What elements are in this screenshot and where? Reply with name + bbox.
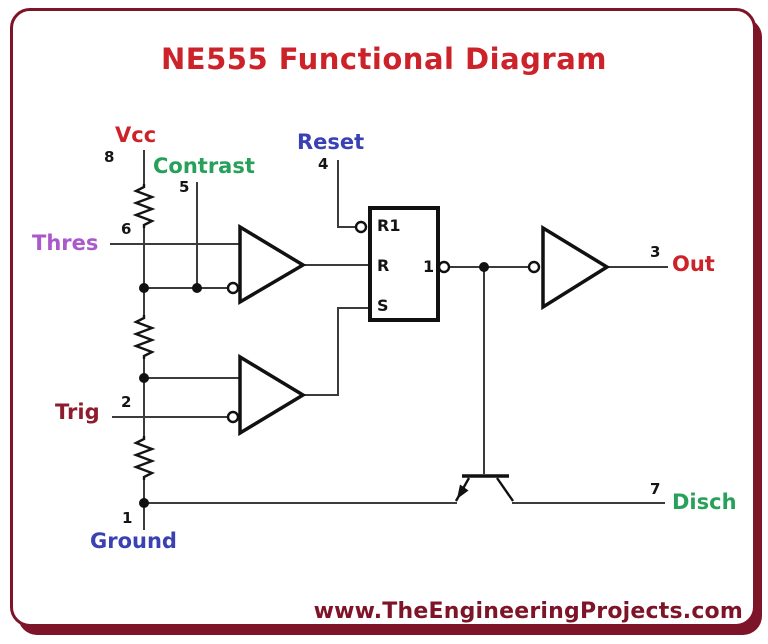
pin-label-ground: Ground: [90, 529, 177, 553]
pin-number-6: 6: [121, 220, 132, 238]
latch-output-bubble: [437, 260, 451, 274]
inversion-bubbles: [226, 220, 541, 424]
amplifier-symbols: [238, 223, 611, 437]
wires: [110, 150, 668, 530]
pin-label-trig: Trig: [55, 400, 100, 424]
pin-number-3: 3: [650, 243, 661, 261]
pin-label-out: Out: [672, 252, 715, 276]
comparator-1: [238, 223, 307, 306]
pin-label-contrast: Contrast: [153, 154, 255, 178]
sr-latch-box: [368, 206, 440, 322]
comp1-inverting-bubble: [226, 281, 240, 295]
latch-reset-bubble: [354, 220, 368, 234]
pin-number-7: 7: [650, 480, 661, 498]
reset-wire: [337, 160, 356, 228]
pin-number-4: 4: [318, 155, 329, 173]
transistor-emitter-arrow: [457, 484, 469, 499]
latch-port-r1: R1: [377, 216, 401, 235]
discharge-transistor: [454, 474, 514, 502]
pin-label-vcc: Vcc: [115, 123, 157, 147]
comparator-2: [238, 353, 307, 437]
resistor-divider: [132, 184, 156, 480]
resistor-1: [132, 184, 156, 228]
pin-number-5: 5: [179, 178, 190, 196]
comp2-output-wire: [303, 307, 370, 396]
latch-port-s: S: [377, 296, 389, 315]
junction-dot: [139, 373, 149, 383]
pin-label-disch: Disch: [672, 490, 737, 514]
page-title: NE555 Functional Diagram: [161, 42, 607, 76]
comp2-inverting-bubble: [226, 410, 240, 424]
pin-number-1: 1: [122, 509, 133, 527]
latch-port-r: R: [377, 256, 390, 275]
junction-dot: [139, 283, 149, 293]
latch-port-output: 1: [423, 257, 435, 276]
website-watermark: www.TheEngineeringProjects.com: [313, 599, 743, 624]
pin-number-8: 8: [104, 148, 115, 166]
resistor-3: [132, 436, 156, 480]
junction-dot: [479, 262, 489, 272]
junction-dot: [139, 498, 149, 508]
buffer-input-bubble: [527, 260, 541, 274]
junction-dot: [192, 283, 202, 293]
pin-label-reset: Reset: [297, 130, 365, 154]
pin-number-2: 2: [121, 393, 132, 411]
transistor-collector-lead: [496, 477, 514, 502]
pin-label-thres: Thres: [32, 231, 99, 255]
junction-dots: [139, 262, 489, 508]
resistor-2: [132, 315, 156, 359]
output-buffer: [541, 224, 611, 311]
